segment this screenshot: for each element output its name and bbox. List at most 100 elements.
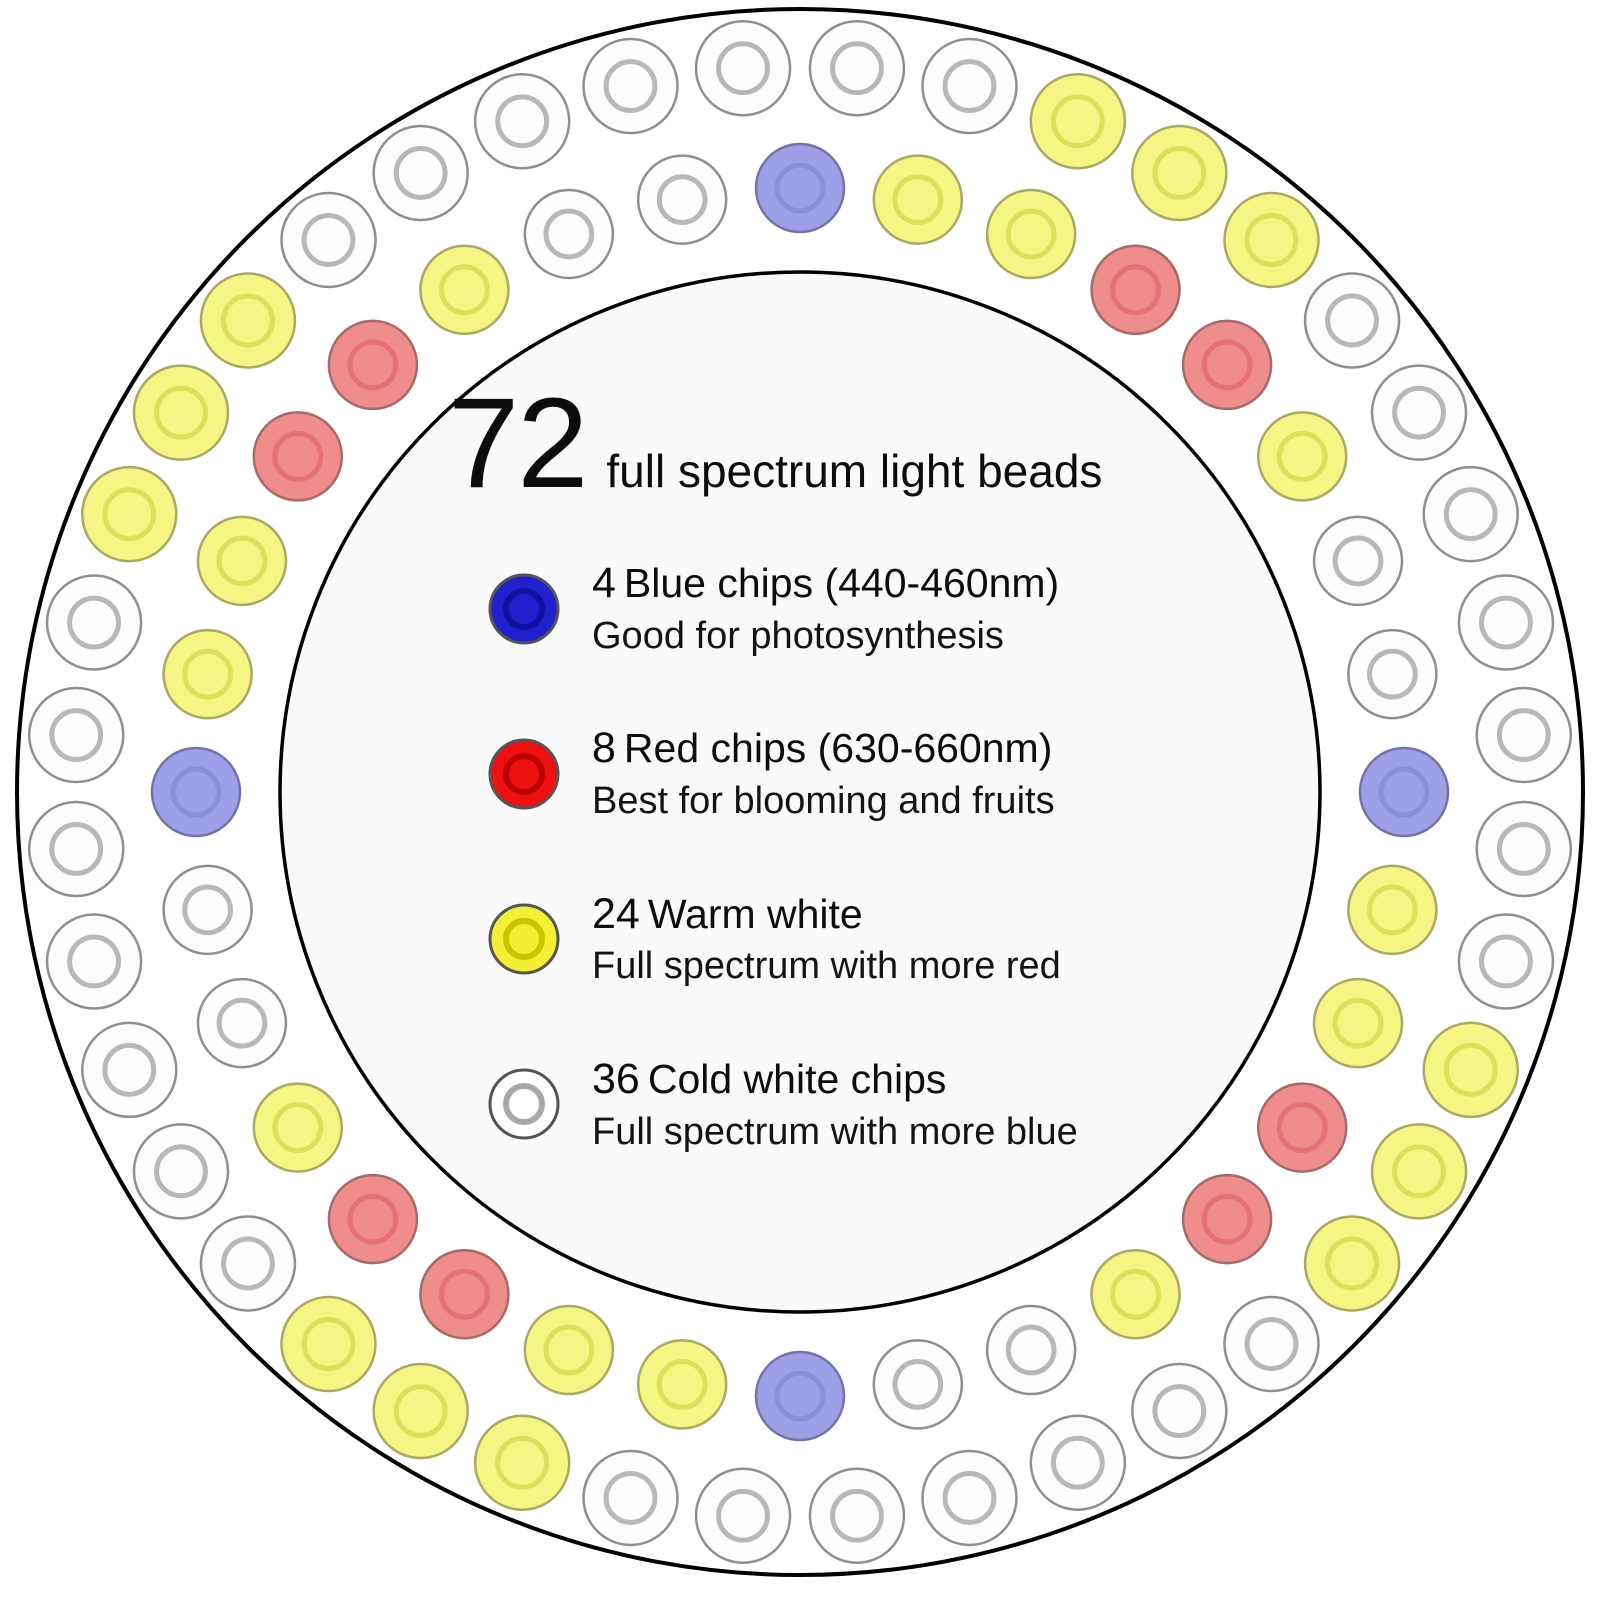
legend-desc-warm-white: Full spectrum with more red [592,945,1061,988]
led-bead-cold-white [1029,1414,1127,1511]
led-bead-cold-white [808,1467,906,1565]
led-bead-warm-white [872,154,964,245]
blue-name: Blue chips (440-460nm) [623,560,1060,606]
led-bead-cold-white [523,188,615,280]
warm-white-count: 24 [592,889,640,938]
led-bead-warm-white [1347,864,1438,956]
led-bead-cold-white [27,800,125,898]
legend-desc-red: Best for blooming and fruits [592,780,1055,823]
inner-circle [278,270,1322,1314]
led-bead-cold-white [1347,628,1438,720]
led-bead-cold-white [1312,515,1404,607]
led-bead-warm-white [280,1295,377,1393]
led-bead-warm-white [199,272,297,369]
led-bead-warm-white [252,1082,344,1173]
led-bead-cold-white [199,1215,297,1312]
led-bead-warm-white [1131,124,1228,222]
blue-bead-icon [488,573,560,645]
led-bead-warm-white [162,628,253,720]
led-bead-red [1181,319,1273,411]
led-beads-layer [27,19,1573,1565]
led-bead-red [1090,244,1181,336]
led-bead-cold-white [985,1304,1077,1396]
led-bead-red [327,1173,419,1265]
led-bead-blue [1358,746,1450,838]
led-bead-cold-white [1475,800,1573,898]
led-bead-cold-white [1475,686,1573,784]
led-bead-blue [754,142,846,234]
led-bead-warm-white [1223,191,1320,289]
led-bead-blue [150,746,242,838]
led-bead-warm-white [636,1339,728,1430]
led-bead-cold-white [1223,1295,1320,1393]
led-bead-cold-white [582,37,679,135]
led-bead-cold-white [872,1339,964,1430]
warm-white-bead-icon [488,903,560,975]
led-bead-warm-white [1370,1123,1468,1220]
led-bead-red [327,319,419,411]
led-bead-red [419,1248,510,1340]
led-bead-cold-white [694,19,792,117]
led-bead-warm-white [523,1304,615,1396]
led-bead-cold-white [1457,913,1555,1010]
led-bead-warm-white [1256,411,1348,502]
led-bead-cold-white [808,19,906,117]
led-bead-warm-white [196,515,288,607]
led-bead-warm-white [1090,1248,1181,1340]
diagram-title: 72 full spectrum light beads [448,380,1102,508]
led-bead-cold-white [473,73,571,170]
led-bead-cold-white [1303,272,1401,369]
warm-white-name: Warm white [647,890,863,937]
title-label: full spectrum light beads [606,445,1103,497]
cold-white-bead-icon [488,1068,560,1140]
led-bead-cold-white [45,574,143,671]
led-bead-cold-white [1422,465,1519,563]
led-bead-cold-white [1131,1362,1228,1460]
led-bead-cold-white [1370,364,1468,461]
led-bead-cold-white [694,1467,792,1565]
led-bead-warm-white [1422,1021,1519,1119]
bead-total-count: 72 [448,372,588,515]
led-bead-cold-white [582,1449,679,1547]
led-bead-red [252,411,344,502]
led-bead-cold-white [636,154,728,245]
led-bead-red [1256,1082,1348,1173]
led-bead-cold-white [196,977,288,1069]
led-bead-cold-white [280,191,377,289]
cold-white-count: 36 [592,1054,640,1103]
led-bead-cold-white [162,864,253,956]
led-bead-blue [754,1350,846,1442]
led-bead-warm-white [985,188,1077,280]
red-name: Red chips (630-660nm) [623,725,1053,772]
legend-desc-cold-white: Full spectrum with more blue [592,1110,1078,1153]
blue-count: 4 [592,559,616,607]
led-bead-cold-white [1457,574,1555,671]
led-bead-cold-white [132,1123,230,1220]
led-bead-cold-white [921,1449,1018,1547]
led-bead-warm-white [419,244,510,336]
red-count: 8 [592,724,616,773]
cold-white-name: Cold white chips [647,1055,947,1102]
led-bead-warm-white [81,465,178,563]
led-bead-cold-white [921,37,1018,135]
led-bead-warm-white [132,364,230,461]
led-bead-warm-white [1029,73,1127,170]
led-bead-warm-white [1303,1215,1401,1312]
led-bead-warm-white [473,1414,571,1511]
led-bead-warm-white [372,1362,469,1460]
